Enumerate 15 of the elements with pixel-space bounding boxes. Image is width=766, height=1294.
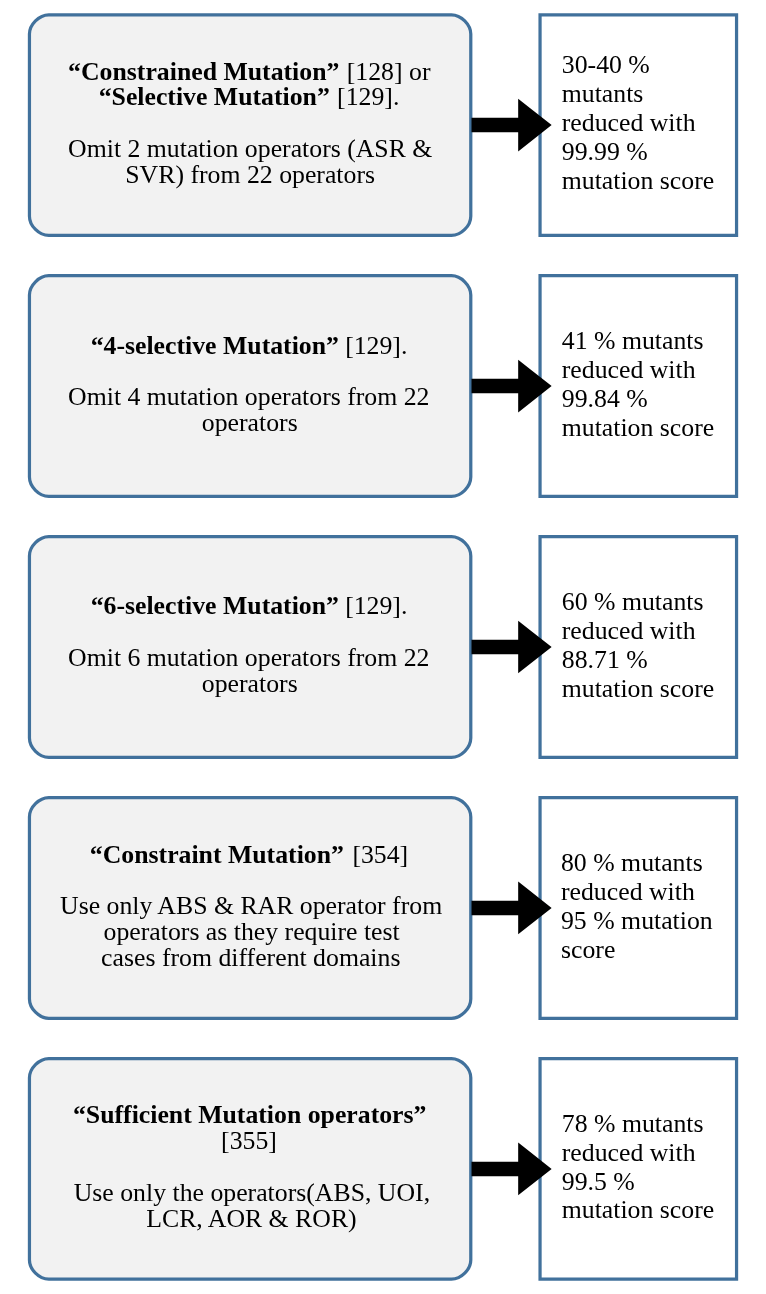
arrow (471, 1142, 552, 1196)
node-box: 41 % mutants reduced with 99.84 % mutation score (538, 274, 739, 498)
arrow (471, 98, 552, 152)
node-box: 60 % mutants reduced with 88.71 % mutation score (538, 535, 739, 759)
node-box: “Sufficient Mutation operators” [355] Use only the operators(ABS, UOI, LCR, AOR & ROR) (27, 1056, 473, 1281)
node-box: “Constraint Mutation” [354] Use only ABS & RAR operator from operators as they require test cases from different domains (27, 796, 473, 1020)
arrow (471, 359, 552, 413)
node-box: 80 % mutants reduced with 95 % mutation score (538, 796, 739, 1020)
arrow (471, 620, 552, 674)
node-box: “Constrained Mutation” [128] or “Selective Mutation” [129]. Omit 2 mutation operators (ASR & SVR) from 22 operators (27, 13, 473, 238)
node-box: 30-40 % mutants reduced with 99.99 % mutation score (538, 13, 739, 238)
arrow (471, 881, 552, 935)
node-box: “6-selective Mutation” [129]. Omit 6 mutation operators from 22 operators (27, 535, 473, 759)
node-box: “4-selective Mutation” [129]. Omit 4 mutation operators from 22 operators (27, 274, 473, 498)
node-box: 78 % mutants reduced with 99.5 % mutation score (538, 1056, 739, 1281)
